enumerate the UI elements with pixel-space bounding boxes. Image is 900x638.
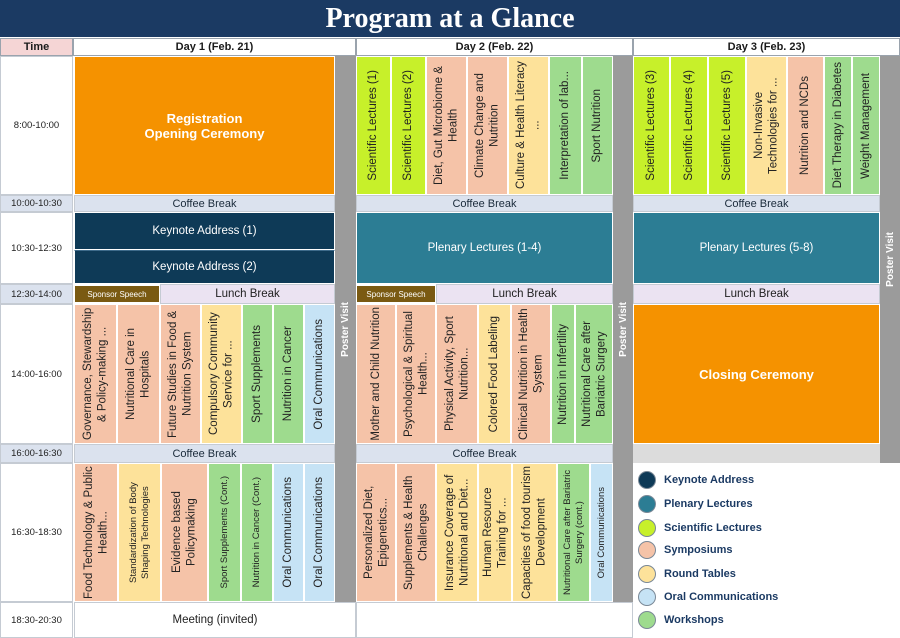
page-title: Program at a Glance (0, 0, 900, 37)
sponsor-speech: Sponsor Speech (74, 285, 160, 303)
session-cell[interactable]: Capacities of food tourism Development (512, 463, 557, 602)
session-cell[interactable]: Colored Food Labeling (478, 304, 511, 444)
session-cell[interactable]: Scientific Lectures (4) (670, 56, 708, 195)
session-cell[interactable]: Supplements & Health Challenges (396, 463, 436, 602)
time-slot: 16:00-16:30 (0, 444, 73, 463)
symposium-dot-icon (638, 541, 656, 559)
poster-visit-column: Poster Visit (880, 56, 900, 463)
session-cell[interactable]: Sport Supplements (242, 304, 273, 444)
lunch-break: Lunch Break (633, 284, 880, 304)
session-cell[interactable]: Clinical Nutrition in Health System (511, 304, 551, 444)
time-slot: 16:30-18:30 (0, 463, 73, 602)
time-slot: 12:30-14:00 (0, 284, 73, 304)
session-cell[interactable]: Scientific Lectures (3) (633, 56, 670, 195)
legend-item: Keynote Address (638, 471, 754, 489)
registration-label: Registration (166, 110, 243, 126)
sponsor-speech: Sponsor Speech (356, 285, 436, 303)
coffee-break: Coffee Break (74, 195, 335, 212)
session-cell[interactable]: Nutrition in Infertility (551, 304, 575, 444)
session-cell[interactable]: Governance, Stewardship & Policy-making … (74, 304, 117, 444)
session-cell[interactable]: Culture & Health Literacy ... (508, 56, 549, 195)
session-cell[interactable]: Nutrition and NCDs (787, 56, 824, 195)
blank-band (633, 444, 880, 463)
coffee-break: Coffee Break (356, 444, 613, 463)
legend-item: Workshops (638, 611, 724, 629)
time-slot: 8:00-10:00 (0, 56, 73, 195)
keynote-dot-icon (638, 471, 656, 489)
coffee-break: Coffee Break (74, 444, 335, 463)
session-cell[interactable]: Scientific Lectures (2) (391, 56, 426, 195)
session-cell[interactable]: Future Studies in Food & Nutrition Syste… (160, 304, 201, 444)
session-cell[interactable]: Psychological & Spiritual Health... (396, 304, 436, 444)
session-cell[interactable]: Diet, Gut Microbiome & Health (426, 56, 467, 195)
session-cell[interactable]: Interpretation of lab... (549, 56, 582, 195)
header-day1: Day 1 (Feb. 21) (73, 38, 356, 56)
session-cell[interactable]: Diet Therapy in Diabetes (824, 56, 852, 195)
lunch-break: Lunch Break (160, 284, 335, 304)
oral-dot-icon (638, 588, 656, 606)
session-cell[interactable]: Physical Activity, Sport Nutrition... (436, 304, 478, 444)
registration-opening-cell[interactable]: Registration Opening Ceremony (74, 56, 335, 195)
session-cell[interactable]: Oral Communications (273, 463, 304, 602)
time-slot: 10:00-10:30 (0, 195, 73, 212)
session-cell[interactable]: Nutritional Care after Bariatric Surgery (575, 304, 613, 444)
session-cell[interactable]: Nutrition in Cancer (273, 304, 304, 444)
session-cell[interactable]: Human Resource Training for ... (478, 463, 512, 602)
session-cell[interactable]: Weight Management (852, 56, 880, 195)
legend: Keynote Address Plenary Lectures Scienti… (634, 466, 898, 636)
session-cell[interactable]: Scientific Lectures (1) (356, 56, 391, 195)
time-slot: 14:00-16:00 (0, 304, 73, 444)
session-cell[interactable]: Sport Supplements (Cont.) (208, 463, 241, 602)
session-cell[interactable]: Standardization of Body Shaping Technolo… (118, 463, 161, 602)
session-cell[interactable]: Oral Communications (590, 463, 613, 602)
session-cell[interactable]: Mother and Child Nutrition (356, 304, 396, 444)
session-cell[interactable]: Oral Communications (304, 304, 335, 444)
session-cell[interactable]: Compulsory Community Service for ... (201, 304, 242, 444)
session-cell[interactable]: Non-Invasive Technologies for ... (746, 56, 787, 195)
poster-visit-column: Poster Visit (335, 56, 356, 602)
session-cell[interactable]: Nutritional Care in Hospitals (117, 304, 160, 444)
session-cell[interactable]: Scientific Lectures (5) (708, 56, 746, 195)
legend-item: Symposiums (638, 541, 732, 559)
plenary-lectures-1-4[interactable]: Plenary Lectures (1-4) (356, 212, 613, 284)
legend-item: Round Tables (638, 565, 736, 583)
coffee-break: Coffee Break (356, 195, 613, 212)
plenary-dot-icon (638, 495, 656, 513)
header-day2: Day 2 (Feb. 22) (356, 38, 633, 56)
keynote-address-2[interactable]: Keynote Address (2) (74, 250, 335, 284)
workshop-dot-icon (638, 611, 656, 629)
session-cell[interactable]: Food Technology & Public Health... (74, 463, 118, 602)
poster-visit-column: Poster Visit (613, 56, 633, 602)
plenary-lectures-5-8[interactable]: Plenary Lectures (5-8) (633, 212, 880, 284)
legend-item: Oral Communications (638, 588, 778, 606)
meeting-invited[interactable]: Meeting (invited) (74, 602, 356, 638)
legend-item: Scientific Lectures (638, 519, 762, 537)
time-slot: 18:30-20:30 (0, 602, 73, 638)
header-time: Time (0, 38, 73, 56)
session-cell[interactable]: Insurance Coverage of Nutritional and Di… (436, 463, 478, 602)
scientific-dot-icon (638, 519, 656, 537)
closing-ceremony[interactable]: Closing Ceremony (633, 304, 880, 444)
session-cell[interactable]: Oral Communications (304, 463, 335, 602)
session-cell[interactable]: Nutritional Care after Bariatric Surgery… (557, 463, 590, 602)
session-cell[interactable]: Nutrition in Cancer (Cont.) (241, 463, 273, 602)
roundtable-dot-icon (638, 565, 656, 583)
session-cell[interactable]: Climate Change and Nutrition (467, 56, 508, 195)
legend-item: Plenary Lectures (638, 495, 753, 513)
session-cell[interactable]: Sport Nutrition (582, 56, 613, 195)
empty-cell (356, 602, 633, 638)
header-day3: Day 3 (Feb. 23) (633, 38, 900, 56)
keynote-address-1[interactable]: Keynote Address (1) (74, 212, 335, 250)
lunch-break: Lunch Break (436, 284, 613, 304)
session-cell[interactable]: Evidence based Policymaking (161, 463, 208, 602)
time-slot: 10:30-12:30 (0, 212, 73, 284)
session-cell[interactable]: Personalized Diet, Epigenetics... (356, 463, 396, 602)
opening-ceremony-label: Opening Ceremony (144, 125, 265, 141)
coffee-break: Coffee Break (633, 195, 880, 212)
